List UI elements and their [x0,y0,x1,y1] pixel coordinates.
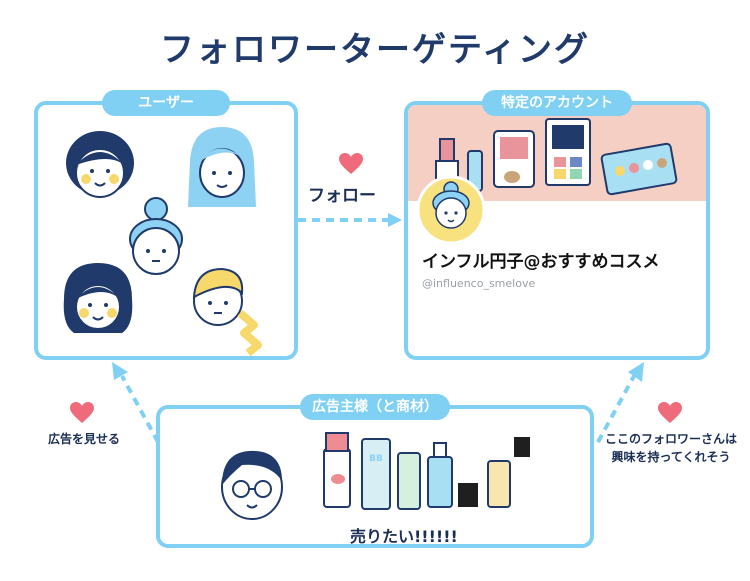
interest-heart-icon [658,402,682,423]
follow-arrow [298,213,402,227]
users-panel [34,101,298,360]
users-illustration [63,127,262,357]
user-face-4 [63,263,133,333]
follow-label: フォロー [308,186,376,206]
users-panel-label: ユーザー [102,90,230,116]
show-ads-arrow [112,362,160,443]
account-avatar [416,175,486,245]
bb-product-label: BB [369,454,383,464]
account-panel-label: 特定のアカウント [482,90,632,116]
account-panel: インフル円子@おすすめコスメ @influenco_smelove [404,101,710,360]
interest-label-line2: 興味を持ってくれそう [611,450,731,464]
account-handle: @influenco_smelove [422,277,536,290]
cosmetics-products: BB [323,432,530,510]
advertiser-face [221,450,283,520]
interest-label-line1: ここのフォロワーさんは [604,432,737,446]
show-ads-heart-icon [70,402,94,423]
user-face-1 [66,131,134,198]
advertiser-sell-text: 売りたい!!!!!! [350,527,458,546]
user-face-2 [188,127,256,207]
show-ads-label: 広告を見せる [47,432,120,446]
follow-heart-icon [339,153,363,174]
cosmetics-banner-illustration [435,118,678,196]
advertiser-panel-label: 広告主様（と商材） [300,394,450,420]
page-title: フォロワーターゲティング [160,30,590,70]
advertiser-illustration: BB [221,432,530,520]
advertiser-panel: BB 売りたい!!!!!! [156,405,594,548]
user-face-5 [192,267,262,357]
interest-label: ここのフォロワーさんは 興味を持ってくれそう [598,430,744,466]
interest-arrow [596,362,644,443]
user-face-3 [129,197,183,275]
account-name: インフル円子@おすすめコスメ [422,252,660,272]
